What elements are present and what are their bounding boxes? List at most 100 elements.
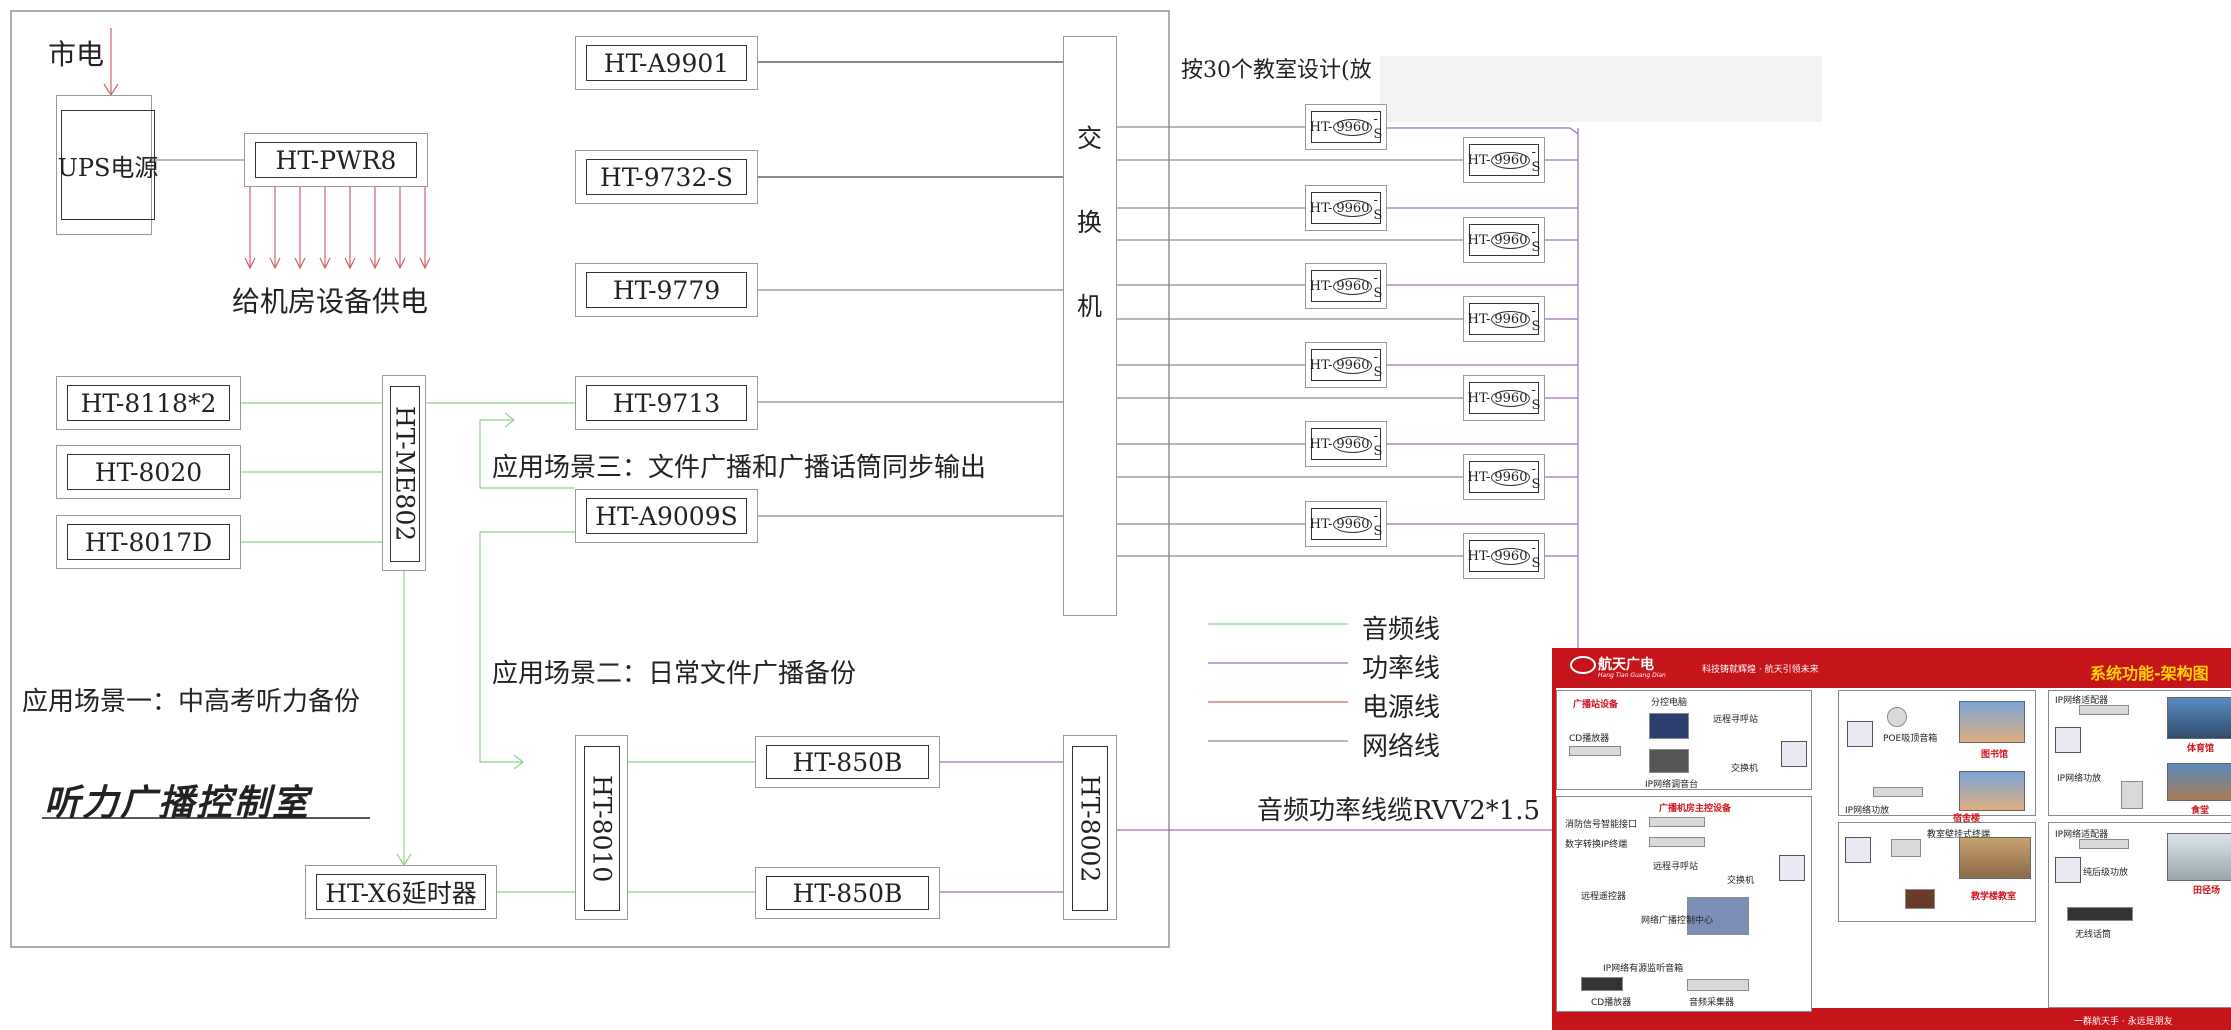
- promo-fire: 消防信号智能接口: [1565, 820, 1638, 830]
- legend-supply-label: 电源线: [1362, 693, 1441, 723]
- terminal-prefix: HT-: [1309, 516, 1333, 532]
- terminal-suffix: -S: [1373, 271, 1383, 301]
- d850b-2-box: HT-850B: [755, 867, 940, 919]
- classroom-terminal: HT-9960-S: [1463, 137, 1545, 183]
- promo-collector: 音频采集器: [1689, 998, 1735, 1008]
- teaching-cell: 教室壁挂式终端 教学楼教室: [1838, 822, 2036, 922]
- promo-slogan: 科技铸就辉煌 · 航天引领未来: [1702, 665, 1819, 675]
- legend-network-label: 网络线: [1362, 732, 1441, 762]
- d8010-box: HT-8010: [575, 735, 628, 920]
- d9713-box: HT-9713: [575, 376, 758, 430]
- promo-body: 广播站设备 分控电脑 远程寻呼站 CD播放器 IP网络调音台 交换机 广播机房主…: [1556, 688, 2231, 1012]
- promo-library: 图书馆: [1981, 750, 2009, 760]
- promo-poe: POE吸顶音箱: [1883, 734, 1938, 744]
- power-drops: [244, 185, 431, 270]
- terminal-model: 9960: [1491, 151, 1531, 169]
- mic-device: [2067, 907, 2133, 921]
- promo-brand-sub: Hang Tian Guang Dian: [1598, 672, 1666, 679]
- column-speakers: [2121, 781, 2143, 809]
- switch-icon: [1779, 855, 1805, 881]
- promo-remote2: 远程寻呼站: [1653, 862, 1699, 872]
- promo-ipadapter2: IP网络适配器: [2055, 830, 2109, 840]
- control-room-title: 听力广播控制室: [44, 782, 311, 824]
- classroom-terminal: HT-9960-S: [1305, 263, 1387, 309]
- dtip-device: [1649, 837, 1705, 847]
- pwr8-box: HT-PWR8: [244, 133, 428, 187]
- d8118-label: HT-8118*2: [67, 385, 230, 421]
- mains-label: 市电: [48, 38, 105, 71]
- terminal-model: 9960: [1333, 199, 1373, 217]
- library-building: [1959, 701, 2025, 743]
- d8118-box: HT-8118*2: [56, 376, 241, 430]
- terminal-model: 9960: [1333, 435, 1373, 453]
- ipamp1-device: [1873, 787, 1923, 797]
- pwr8-label: HT-PWR8: [255, 142, 417, 178]
- promo-cd2: CD播放器: [1591, 998, 1632, 1008]
- d9779-box: HT-9779: [575, 263, 758, 317]
- d9779-label: HT-9779: [586, 272, 747, 308]
- d8010-label: HT-8010: [584, 746, 620, 911]
- legend-audio-label: 音频线: [1362, 615, 1441, 645]
- d8002-label: HT-8002: [1072, 746, 1108, 911]
- promo-brand: 航天广电: [1598, 657, 1654, 673]
- classroom-note: 按30个教室设计(放: [1181, 58, 1372, 83]
- fire-device: [1649, 817, 1705, 827]
- a9009s-box: HT-A9009S: [575, 489, 758, 543]
- promo-remotectl: 远程遥控器: [1581, 892, 1627, 902]
- promo-wallterm: 教室壁挂式终端: [1927, 830, 1991, 840]
- library-cell: POE吸顶音箱 图书馆 IP网络功放 宿舍楼: [1838, 690, 2036, 824]
- terminal-suffix: -S: [1373, 193, 1383, 223]
- classroom-terminal: HT-9960-S: [1463, 454, 1545, 500]
- station-cell: 广播站设备 分控电脑 远程寻呼站 CD播放器 IP网络调音台 交换机: [1556, 690, 1812, 790]
- terminal-prefix: HT-: [1309, 357, 1333, 373]
- wallterm-device: [1891, 839, 1921, 857]
- d8020-box: HT-8020: [56, 445, 241, 499]
- promo-canteen: 食堂: [2191, 806, 2210, 816]
- promo-remote1: 远程寻呼站: [1713, 715, 1759, 725]
- cable-label: 音频功率线缆RVV2*1.5: [1257, 796, 1541, 826]
- d8017d-label: HT-8017D: [67, 524, 230, 560]
- promo-field: 田径场: [2193, 886, 2221, 896]
- d8002-box: HT-8002: [1063, 735, 1117, 920]
- control-room-frame: [10, 10, 1170, 948]
- terminal-model: 9960: [1333, 515, 1373, 533]
- note-cover: [1380, 56, 1822, 122]
- switch-icon: [1847, 721, 1873, 747]
- promo-dorm: 宿舍楼: [1953, 814, 1981, 824]
- promo-ipamp1: IP网络功放: [1845, 806, 1890, 816]
- terminal-suffix: -S: [1531, 541, 1541, 571]
- classroom-photo: [1959, 837, 2031, 879]
- netcenter-device: [1687, 897, 1749, 935]
- switch-icon: [2055, 727, 2081, 753]
- scenario2-label: 应用场景二：日常文件广播备份: [492, 659, 857, 689]
- dorm-building: [1959, 771, 2025, 811]
- promo-monitor: IP网络有源监听音箱: [1603, 964, 1684, 974]
- console-device: [1649, 749, 1689, 773]
- ups-box: UPS电源: [56, 95, 158, 235]
- d850b-1-box: HT-850B: [755, 736, 940, 788]
- field-photo: [2167, 833, 2231, 881]
- scenario3-label: 应用场景三：文件广播和广播话筒同步输出: [492, 453, 987, 483]
- cd2-device: [1581, 977, 1623, 991]
- classroom-terminal: HT-9960-S: [1463, 217, 1545, 263]
- d8017d-box: HT-8017D: [56, 515, 241, 569]
- legend-lines: [1208, 623, 1348, 742]
- promo-teach: 教学楼教室: [1971, 892, 2017, 902]
- promo-pc: 分控电脑: [1651, 698, 1688, 708]
- terminal-model: 9960: [1491, 231, 1531, 249]
- terminal-prefix: HT-: [1309, 200, 1333, 216]
- gym-photo: [2167, 697, 2231, 739]
- promo-ipconsole: IP网络调音台: [1645, 780, 1699, 790]
- terminal-suffix: -S: [1531, 383, 1541, 413]
- gym-cell: IP网络适配器 体育馆 IP网络功放 食堂: [2048, 690, 2231, 816]
- terminal-prefix: HT-: [1309, 119, 1333, 135]
- a9009s-label: HT-A9009S: [586, 498, 747, 534]
- classroom-terminal: HT-9960-S: [1305, 185, 1387, 231]
- promo-gym: 体育馆: [2187, 744, 2215, 754]
- classroom-terminal: HT-9960-S: [1305, 421, 1387, 467]
- a9901-box: HT-A9901: [575, 36, 758, 90]
- legend-power-label: 功率线: [1362, 654, 1441, 684]
- terminal-prefix: HT-: [1467, 311, 1491, 327]
- classroom-terminal: HT-9960-S: [1305, 104, 1387, 150]
- terminal-model: 9960: [1491, 547, 1531, 565]
